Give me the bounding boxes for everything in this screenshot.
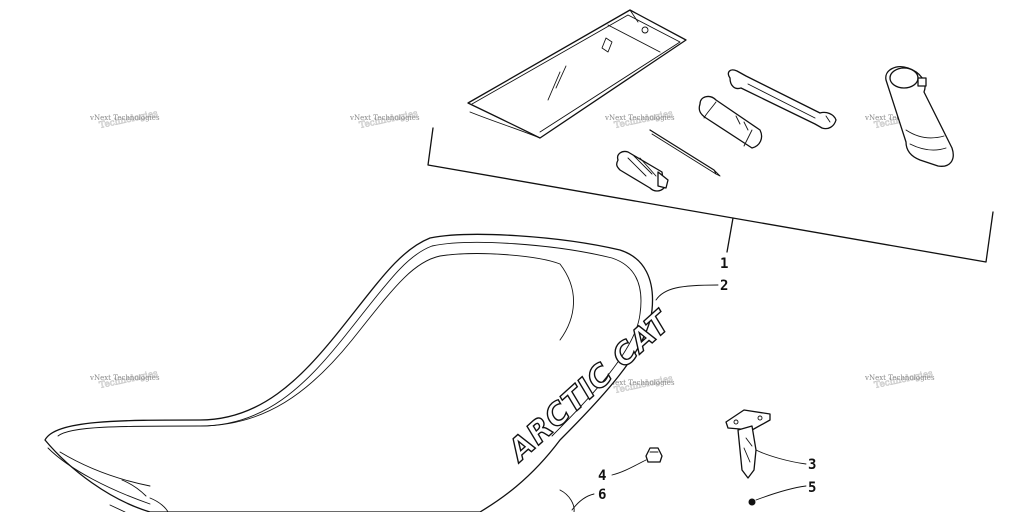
screwdriver-handle [616, 150, 669, 192]
watermark: vNext Technologies [89, 114, 160, 122]
leader-line-2 [655, 284, 719, 301]
tool-kit-bracket [427, 127, 994, 263]
pump-cylinder-tool [885, 66, 954, 167]
callout-6: 6 [598, 487, 606, 503]
watermark: vNext Technologies [89, 374, 160, 382]
callout-4: 4 [598, 468, 606, 484]
leader-line-4 [611, 459, 647, 476]
callout-1: 1 [720, 256, 728, 272]
watermark: vNext Technologies [604, 114, 675, 122]
seat-latch [725, 409, 807, 479]
callouts: 1 2 3 4 5 6 [598, 256, 816, 503]
seat [44, 233, 654, 512]
leader-line-5 [755, 485, 807, 501]
nut [748, 485, 807, 506]
leader-line-3 [755, 449, 807, 465]
leader-line-6 [571, 493, 595, 511]
watermark: vNext Technologies [864, 374, 935, 382]
screwdriver-blade [649, 129, 721, 177]
tool-pouch [467, 9, 687, 139]
callout-2: 2 [720, 278, 728, 294]
watermark: vNext Technologies [349, 114, 420, 122]
socket-tool [698, 95, 763, 149]
wrench-tool [727, 69, 837, 130]
rubber-bumper [611, 447, 663, 476]
watermark: vNext Technologies [604, 379, 675, 387]
callout-5: 5 [808, 480, 816, 496]
callout-3: 3 [808, 457, 816, 473]
